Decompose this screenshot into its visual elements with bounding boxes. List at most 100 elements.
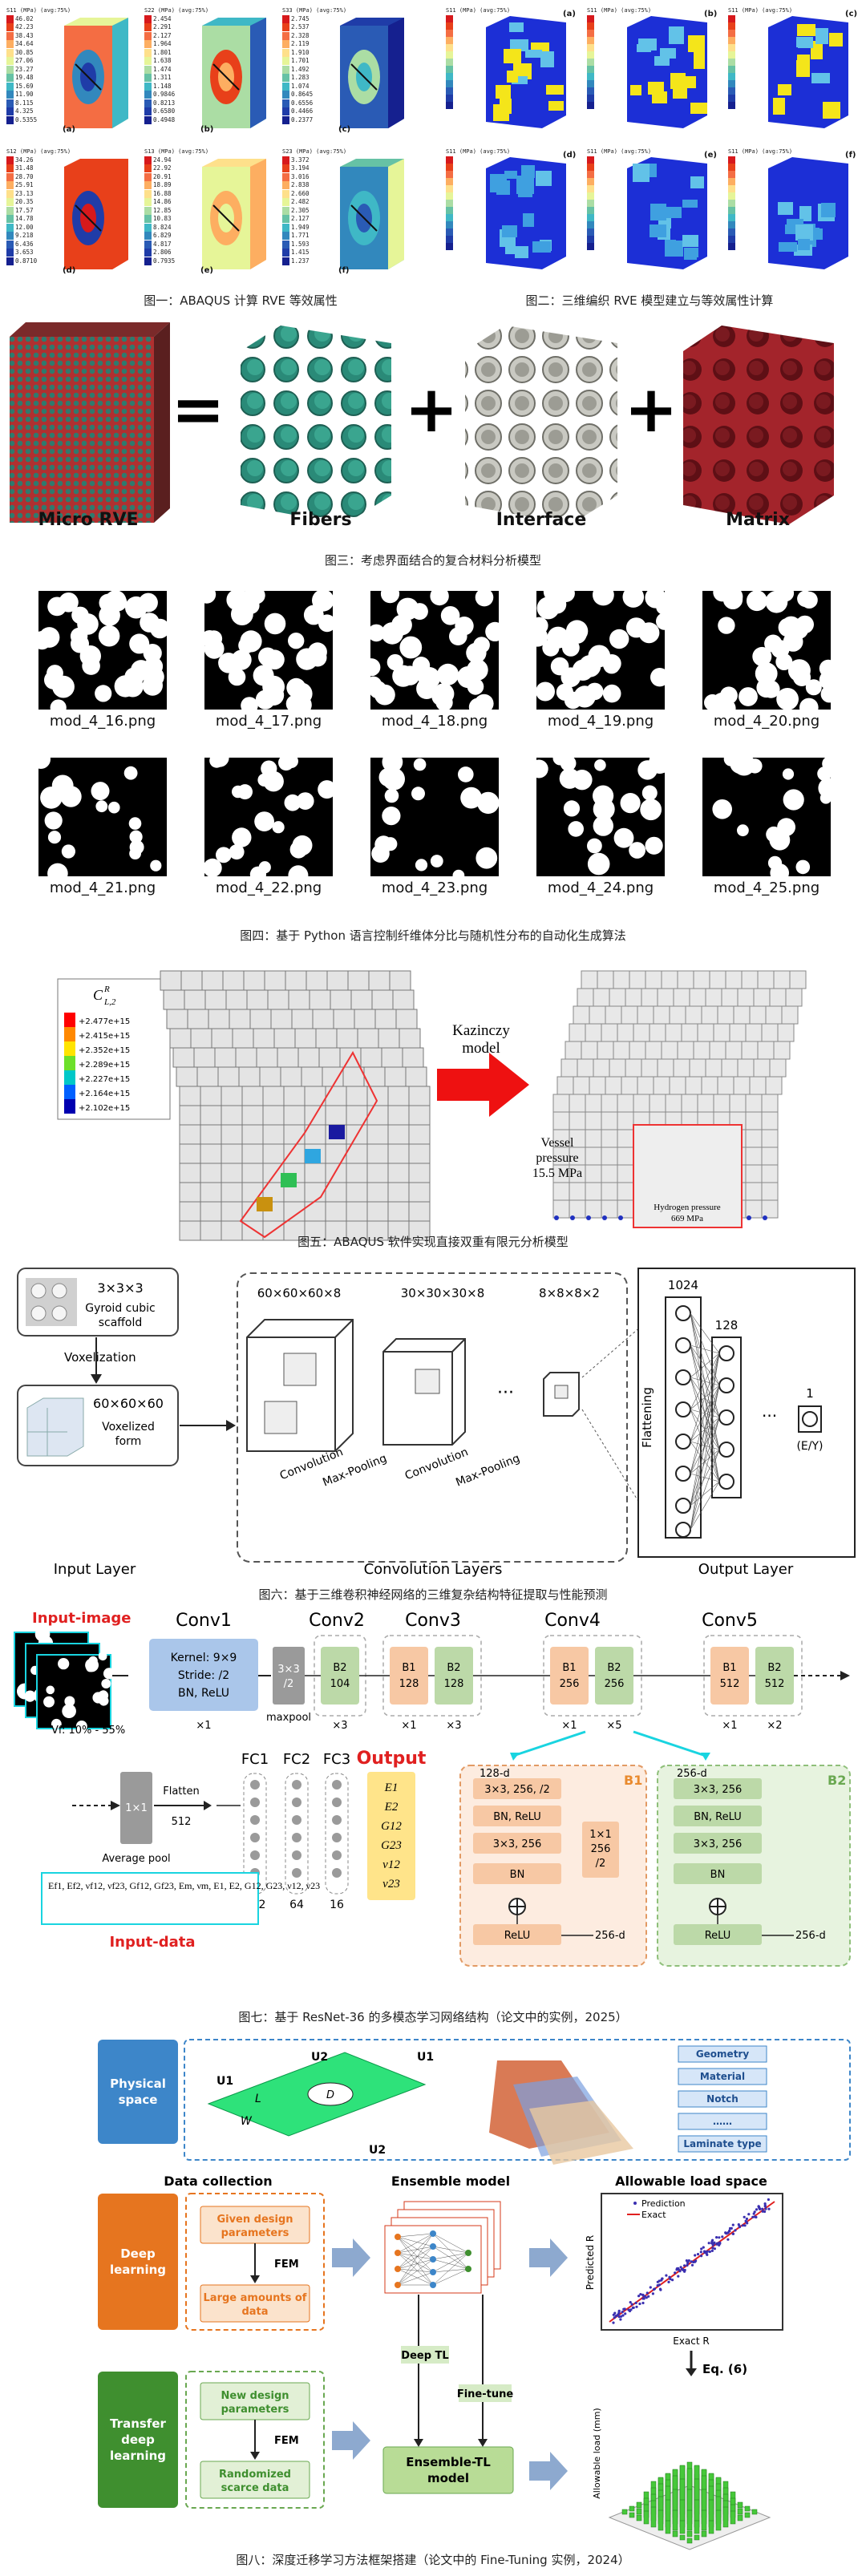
stage-conv1: Conv1 xyxy=(176,1611,232,1631)
gyroid-size: 3×3×3 xyxy=(97,1280,143,1296)
microstructure-image xyxy=(702,591,831,710)
braided-rve xyxy=(627,16,707,128)
label-matrix: Matrix xyxy=(726,510,790,530)
gyroid-label-2: scaffold xyxy=(99,1316,143,1329)
input-layer-label: Input Layer xyxy=(54,1561,136,1578)
resnet-block xyxy=(550,1647,589,1705)
legend-value: 20.91 xyxy=(153,172,172,180)
microstructure-image xyxy=(370,758,499,876)
legend-value: 23.13 xyxy=(15,189,34,197)
legend-value: 14.78 xyxy=(15,215,34,222)
legend-value: +2.477e+15 xyxy=(79,1017,130,1026)
detail-row: BN, ReLU xyxy=(493,1811,540,1823)
microstructure-image xyxy=(204,591,333,710)
label-micro-rve: Micro RVE xyxy=(38,510,139,530)
legend-header: S12 (MPa) (avg:75%) xyxy=(6,148,71,155)
input-image-stack xyxy=(14,1626,115,1732)
panel-tag: (b) xyxy=(200,125,214,134)
conv1-line-3: BN, ReLU xyxy=(178,1687,229,1700)
shortcut-text: 1×1 xyxy=(589,1829,611,1841)
fc-size: 16 xyxy=(330,1899,344,1911)
dim-3: 8×8×8×2 xyxy=(539,1286,600,1300)
legend-value: 24.94 xyxy=(153,156,172,164)
parity-xlabel: Exact R xyxy=(673,2335,710,2347)
matrix-model xyxy=(683,326,834,524)
avgpool-label: Average pool xyxy=(102,1853,170,1865)
shortcut-text: 256 xyxy=(591,1843,611,1855)
legend-value: 1.949 xyxy=(291,223,310,231)
legend-value: 2.537 xyxy=(291,23,310,30)
legend-value: 31.48 xyxy=(15,164,34,172)
legend-value: 6.829 xyxy=(153,232,172,239)
legend-header: S11 (MPa) (avg:75%) xyxy=(728,7,793,14)
eq-label: Eq. (6) xyxy=(702,2362,747,2376)
parity-ylabel: Predicted R xyxy=(585,2235,596,2290)
flatten-n: 512 xyxy=(172,1816,192,1828)
legend-value: 0.4466 xyxy=(291,107,314,115)
legend-header: S23 (MPa) (avg:75%) xyxy=(282,148,347,155)
microstructure-image xyxy=(38,591,167,710)
u2-bottom: U2 xyxy=(369,2144,386,2157)
legend-value: 2.806 xyxy=(153,249,172,256)
legend-value: 19.48 xyxy=(15,74,34,81)
output-label: Output xyxy=(357,1749,427,1769)
detail-out: 256-d xyxy=(595,1930,625,1942)
filename-label: mod_4_21.png xyxy=(49,880,156,896)
new-line-2: parameters xyxy=(221,2404,289,2416)
conv-region xyxy=(237,1272,628,1563)
legend-value: 11.90 xyxy=(15,91,34,98)
arrow-label-2: model xyxy=(462,1040,500,1057)
conv1-block xyxy=(149,1639,258,1711)
avgpool-block xyxy=(120,1772,152,1844)
voxel-image xyxy=(26,1397,84,1457)
legend-value: 38.43 xyxy=(15,31,34,39)
shortcut-text: /2 xyxy=(596,1858,606,1870)
legend-header: S11 (MPa) (avg:75%) xyxy=(728,148,793,155)
avgpool-size: 1×1 xyxy=(125,1802,147,1814)
panel-tag: (b) xyxy=(704,10,718,18)
legend-header: S11 (MPa) (avg:75%) xyxy=(446,7,511,14)
legend-header: S33 (MPa) (avg:75%) xyxy=(282,7,347,14)
fem-label-1: FEM xyxy=(274,2259,299,2271)
random-line-2: scarce data xyxy=(221,2482,289,2494)
detail-row: BN xyxy=(710,1869,726,1881)
hydrogen-label-2: 669 MPa xyxy=(671,1214,703,1223)
detail-row: ReLU xyxy=(705,1930,731,1942)
block-mult: ×3 xyxy=(332,1720,347,1732)
legend-header: S11 (MPa) (avg:75%) xyxy=(587,7,652,14)
legend-value: 1.492 xyxy=(291,65,310,73)
stage-label: Conv3 xyxy=(405,1611,461,1631)
neurons xyxy=(675,1305,734,1538)
legend-value: 0.5355 xyxy=(15,115,38,123)
legend-value: 1.771 xyxy=(291,232,310,239)
legend-value: 1.593 xyxy=(291,240,310,248)
block-mult: ×2 xyxy=(767,1720,782,1732)
panel-tag: (a) xyxy=(563,10,576,18)
physical-label-2: space xyxy=(119,2093,158,2107)
u1-right: U1 xyxy=(417,2051,434,2064)
maxpool-size: 3×3 xyxy=(277,1664,299,1676)
gyroid-label-1: Gyroid cubic xyxy=(85,1302,155,1315)
legend-value: 1.801 xyxy=(153,48,172,56)
detail-out: 256-d xyxy=(795,1930,826,1942)
param-chip xyxy=(678,2090,767,2108)
output-value: G12 xyxy=(381,1820,402,1833)
resnet-block xyxy=(435,1647,473,1705)
caption-figure-3: 图三：考虑界面结合的复合材料分析模型 xyxy=(324,553,541,568)
conv1-line-1: Kernel: 9×9 xyxy=(171,1652,237,1664)
ellipsis-2: ··· xyxy=(762,1406,777,1425)
filename-label: mod_4_24.png xyxy=(547,880,654,896)
legend-value: 28.70 xyxy=(15,172,34,180)
legend-value: 3.372 xyxy=(291,156,310,164)
zlabel: Allowable load (mm) xyxy=(592,2408,602,2498)
b2-input: 256-d xyxy=(677,1768,707,1780)
b1-detail-label: B1 xyxy=(624,1773,642,1788)
input-data-text: Ef1, Ef2, νf12, νf23, Gf12, Gf23, Em, νm… xyxy=(48,1880,320,1891)
stress-contour xyxy=(202,18,266,128)
detail-row: 3×3, 256 xyxy=(694,1838,743,1850)
transfer-block xyxy=(98,2372,178,2508)
legend-value: 46.02 xyxy=(15,14,34,22)
parity-points xyxy=(609,2198,775,2324)
microstructure-image xyxy=(536,591,665,710)
